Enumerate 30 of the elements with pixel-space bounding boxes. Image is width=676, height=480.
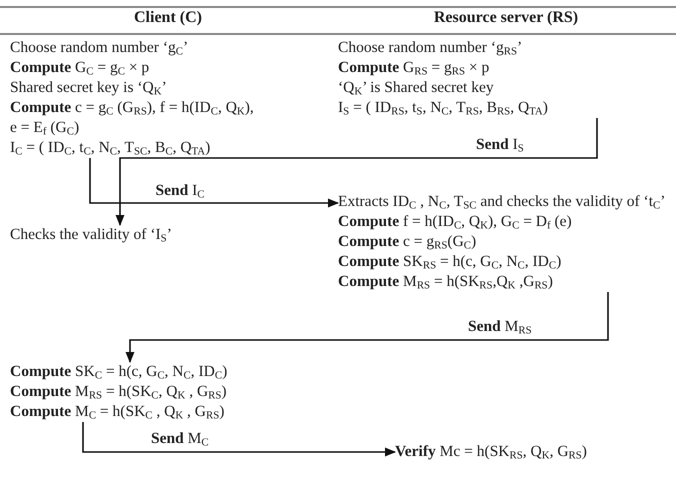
protocol-step: Compute f = h(ID$_{C}$, Q$_{K}$), G$_{C}$ = D$_{f}$ (e) bbox=[338, 212, 666, 232]
arrow bbox=[89, 158, 340, 208]
arrow bbox=[116, 118, 598, 226]
protocol-step: Compute M$_{RS}$ = h(SK$_{C}$, Q$_{K}$ , G$_{RS}$) bbox=[10, 382, 228, 402]
edge-label: Send M$_{C}$ bbox=[151, 430, 209, 448]
protocol-step: Compute G$_{RS}$ = g$_{RS}$ × p bbox=[338, 58, 548, 78]
protocol-step: Shared secret key is ‘Q$_{K}$’ bbox=[10, 78, 254, 98]
protocol-step: Extracts ID$_{C}$ , N$_{C}$, T$_{SC}$ and checks the validity of ‘t$_{C}$’ bbox=[338, 192, 666, 212]
protocol-step: Verify Mc = h(SK$_{RS}$, Q$_{K}$, G$_{RS}$) bbox=[395, 442, 587, 462]
edge-label: Send I$_{S}$ bbox=[476, 136, 524, 154]
protocol-step: Compute SK$_{C}$ = h(c, G$_{C}$, N$_{C}$, ID$_{C}$) bbox=[10, 362, 228, 382]
arrow bbox=[82, 422, 396, 456]
protocol-step: Compute c = g$_{RS}$(G$_{C}$) bbox=[338, 232, 666, 252]
protocol-step: I$_{S}$ = ( ID$_{RS}$, t$_{S}$, N$_{C}$, T$_{RS}$, B$_{RS}$, Q$_{TA}$) bbox=[338, 98, 548, 118]
protocol-step: Compute G$_{C}$ = g$_{C}$ × p bbox=[10, 58, 254, 78]
protocol-step: Choose random number ‘g$_{RS}$’ bbox=[338, 38, 548, 58]
protocol-step: ‘Q$_{K}$’ is Shared secret key bbox=[338, 78, 548, 98]
protocol-step: Choose random number ‘g$_{C}$’ bbox=[10, 38, 254, 58]
protocol-step: Compute M$_{C}$ = h(SK$_{C}$ , Q$_{K}$ , G$_{RS}$) bbox=[10, 402, 228, 422]
protocol-step: Compute c = g$_{C}$ (G$_{RS}$), f = h(ID$_{C}$, Q$_{K}$), bbox=[10, 98, 254, 118]
column-header: Client (C) bbox=[134, 9, 202, 26]
protocol-step: I$_{C}$ = ( ID$_{C}$, t$_{C}$, N$_{C}$, T$_{SC}$, B$_{C}$, Q$_{TA}$) bbox=[10, 138, 254, 158]
arrow bbox=[126, 292, 609, 364]
column-header: Resource server (RS) bbox=[434, 9, 578, 26]
protocol-step: e = E$_{f}$ (G$_{C}$) bbox=[10, 118, 254, 138]
protocol-step: Compute SK$_{RS}$ = h(c, G$_{C}$, N$_{C}$, ID$_{C}$) bbox=[338, 252, 666, 272]
protocol-step: Checks the validity of ‘I$_{S}$’ bbox=[10, 225, 172, 245]
edge-label: Send M$_{RS}$ bbox=[468, 318, 532, 336]
protocol-step: Compute M$_{RS}$ = h(SK$_{RS}$,Q$_{K}$ ,G$_{RS}$) bbox=[338, 272, 666, 292]
edge-label: Send I$_{C}$ bbox=[156, 182, 205, 200]
